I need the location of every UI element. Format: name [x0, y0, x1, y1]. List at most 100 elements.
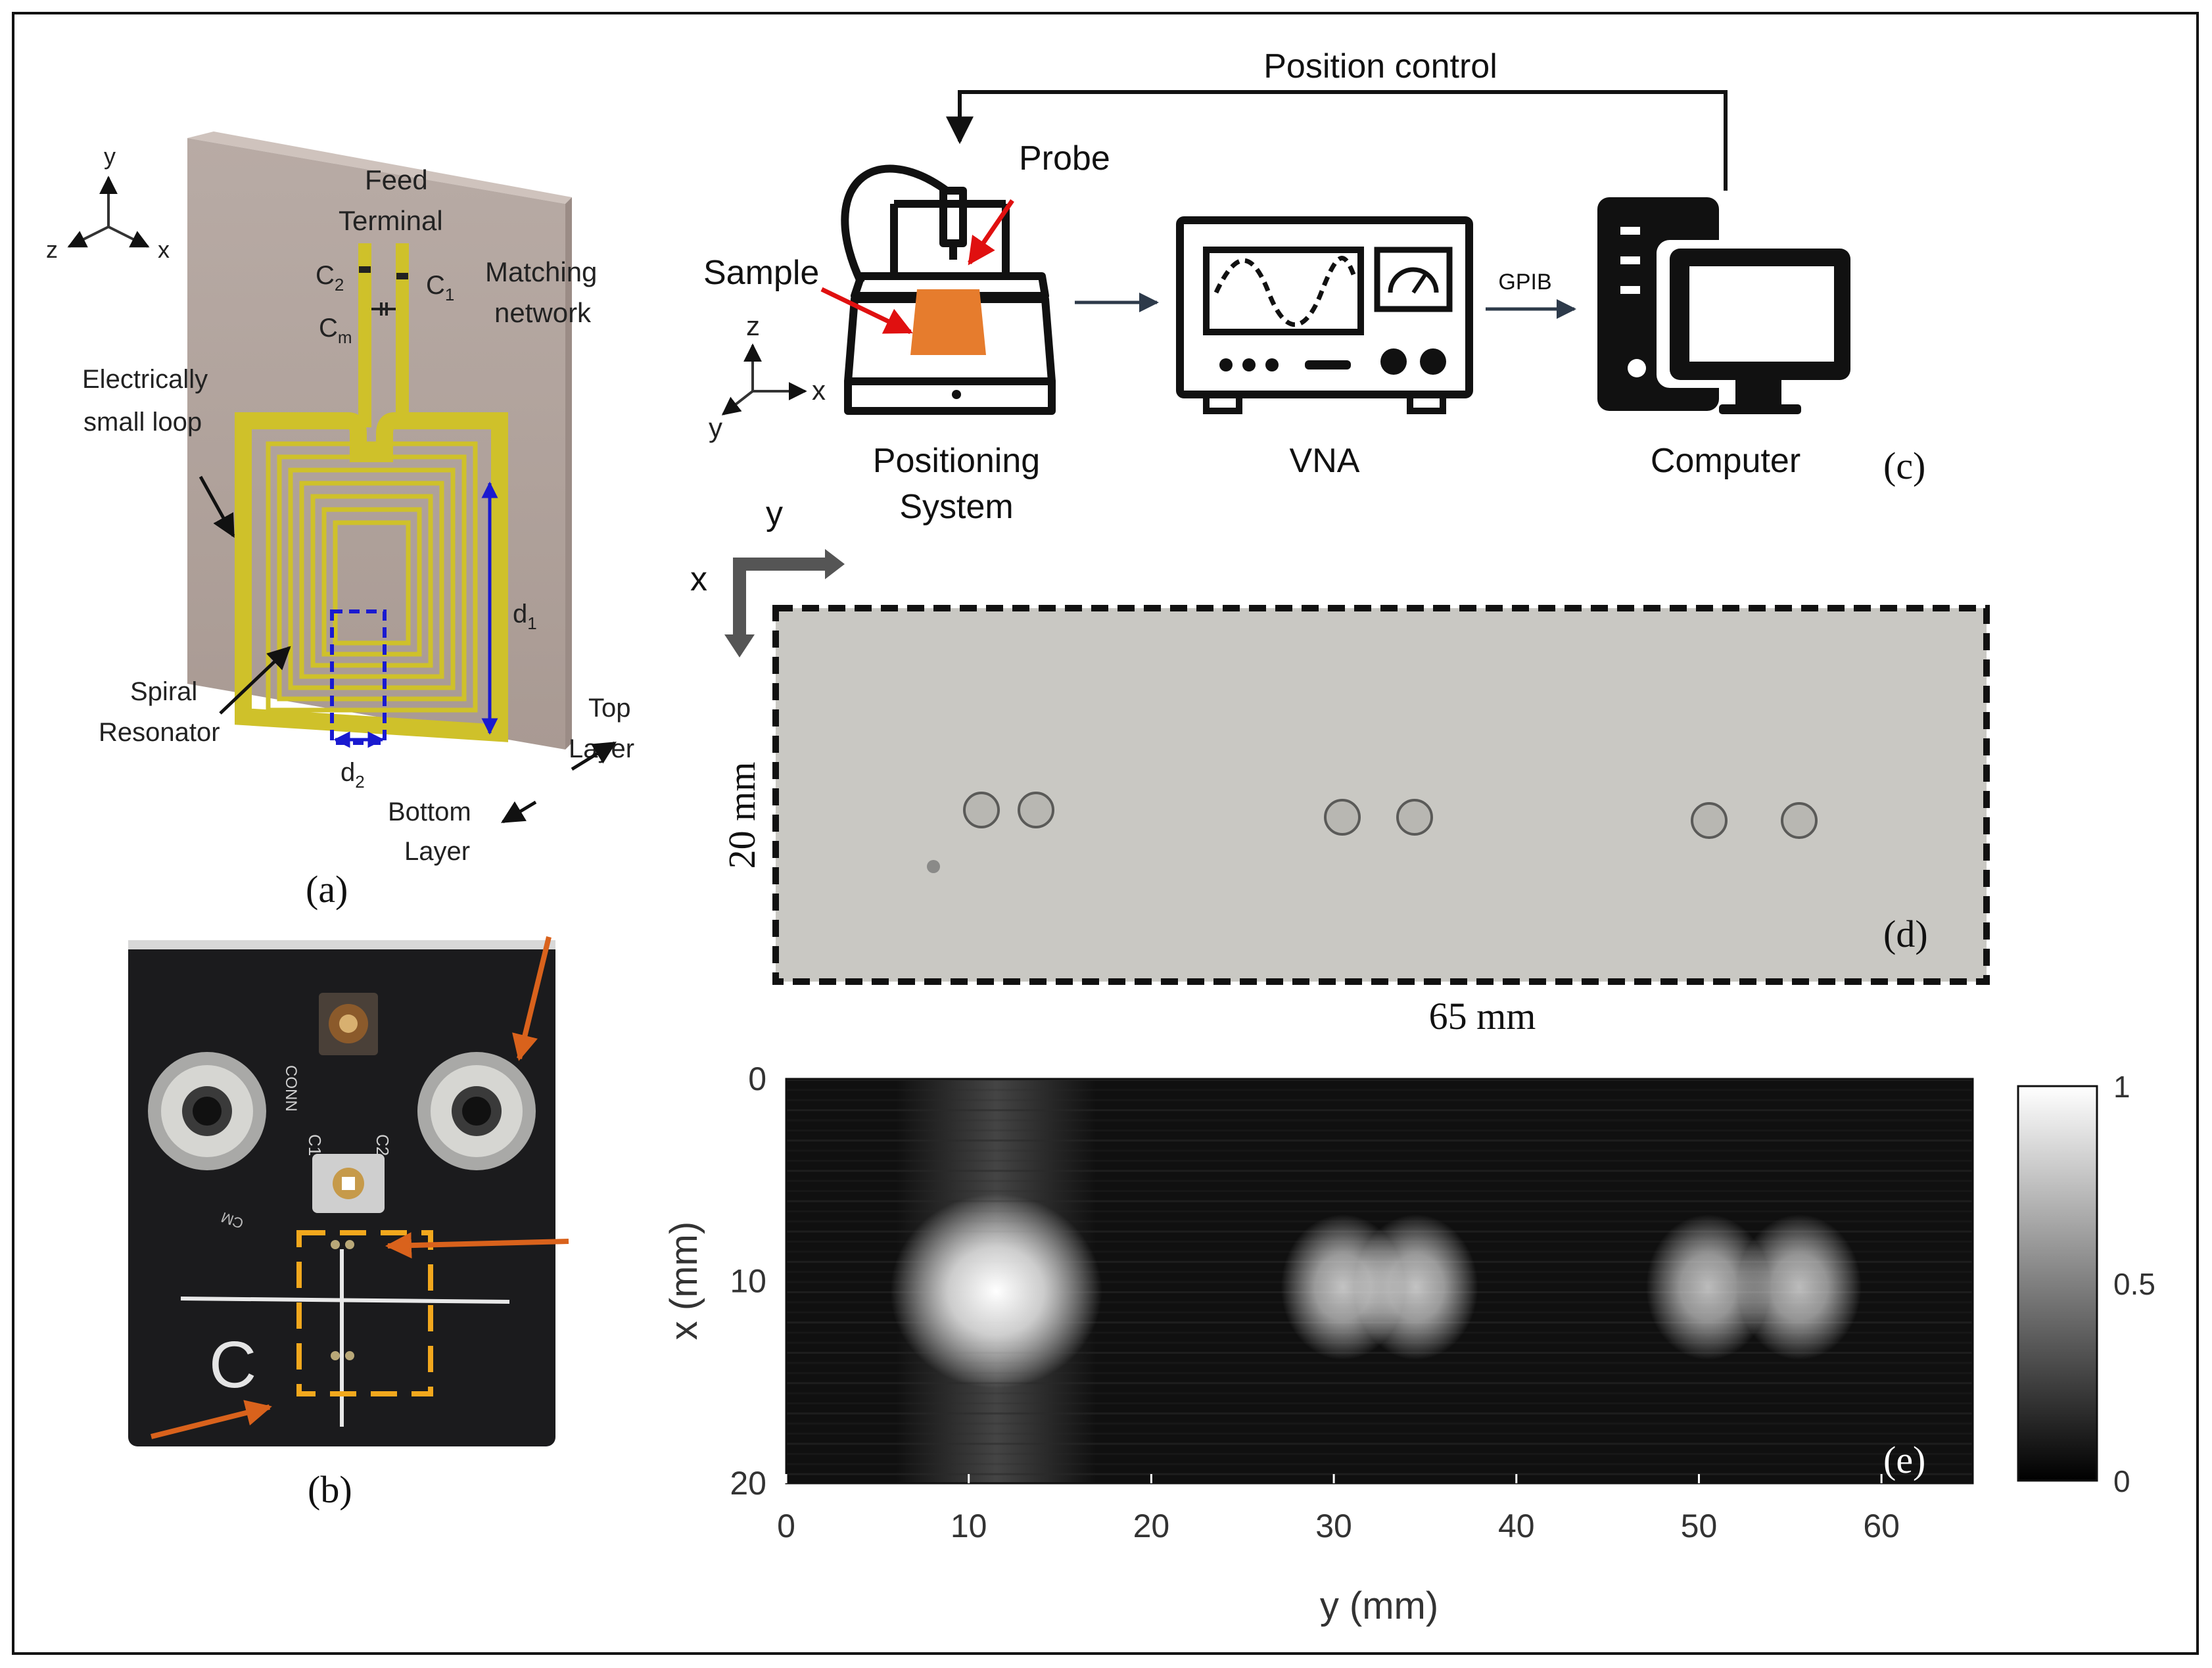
label-gpib: GPIB — [1498, 270, 1551, 295]
caption-b: (b) — [308, 1468, 352, 1511]
sensor-region-dashed — [296, 1230, 433, 1396]
caption-c: (c) — [1883, 444, 1925, 487]
positioning-system-icon — [841, 164, 1056, 415]
heatmap-scanline — [786, 1392, 1973, 1394]
crosshair-horizontal — [180, 1297, 510, 1304]
label-top-layer: Layer — [569, 734, 634, 763]
vna-icon — [1176, 216, 1473, 414]
heatmap-scanline — [786, 1463, 1973, 1465]
heatmap-scanline — [786, 1210, 1973, 1212]
heatmap-hotspot — [1645, 1214, 1770, 1360]
panel-b: CONN C1 C2 CM C (b) — [128, 936, 569, 1511]
axis-label-z: z — [46, 236, 58, 263]
heatmap-scanline — [786, 1352, 1973, 1354]
heatmap-scanline — [786, 1200, 1973, 1203]
sample-photo — [776, 608, 1987, 982]
orange-arrow-bottom — [151, 1400, 272, 1439]
d-width-label: 65 mm — [1429, 995, 1536, 1037]
x-tick-label: 40 — [1498, 1508, 1535, 1544]
d-axis-y-arrow-head — [825, 549, 845, 579]
heatmap-hotspot — [890, 1194, 1102, 1389]
mount-connector-right — [417, 1052, 536, 1170]
label-bottom-layer: Layer — [404, 837, 470, 866]
label-top: Top — [588, 694, 631, 723]
heatmap-scanline — [786, 1099, 1973, 1101]
board-side-edge — [565, 197, 572, 750]
sample-photo-dashed-border — [772, 605, 1990, 985]
heatmap-scanline — [786, 1160, 1973, 1162]
label-computer: Computer — [1651, 442, 1800, 480]
heatmap-frame — [785, 1078, 1974, 1485]
label-network: network — [494, 297, 592, 328]
heatmap-hotspots — [890, 1194, 1862, 1389]
heatmap-scanline — [786, 1089, 1973, 1091]
heatmap-scanline — [786, 1129, 1973, 1132]
via-pad-2 — [345, 1240, 354, 1249]
d-axis-label-x: x — [690, 560, 707, 598]
coax-connector — [319, 993, 378, 1055]
heatmap-scanline — [786, 1402, 1973, 1404]
heatmap-scanline — [786, 1119, 1973, 1122]
heatmap-scanline — [786, 1190, 1973, 1193]
y-tick-label: 20 — [730, 1465, 766, 1502]
colorbar — [2017, 1085, 2098, 1482]
sample-holes — [963, 792, 1818, 839]
label-feed: Feed — [365, 164, 428, 195]
label-small-loop: small loop — [83, 408, 202, 437]
capacitor-c1 — [396, 273, 408, 279]
x-tick-label: 20 — [1133, 1508, 1170, 1544]
heatmap-scanline — [786, 1433, 1973, 1435]
label-terminal: Terminal — [339, 205, 443, 236]
label-electrically: Electrically — [82, 365, 208, 394]
label-vna: VNA — [1290, 442, 1360, 480]
board-top-edge — [187, 131, 572, 204]
panel-d: y x 65 mm 20 mm (d) — [690, 494, 1990, 1037]
label-spiral: Spiral — [130, 677, 197, 706]
x-tick-label: 0 — [777, 1508, 795, 1544]
axes-triad-c: z x y — [709, 310, 826, 443]
heatmap-scanline — [786, 1220, 1973, 1223]
d-axis-label-y: y — [766, 494, 783, 533]
heatmap-xlabel: y (mm) — [1320, 1585, 1438, 1627]
heatmap-scanline — [786, 1422, 1973, 1425]
sample-arrow — [820, 287, 913, 335]
colorbar-tick-label: 0.5 — [2113, 1267, 2155, 1301]
label-c1: C1 — [426, 271, 454, 304]
position-control-arrow — [946, 90, 1728, 191]
heatmap-scanline — [786, 1473, 1973, 1475]
pointer-bottom-layer — [500, 800, 537, 824]
caption-a: (a) — [306, 868, 348, 911]
label-position-control: Position control — [1263, 47, 1497, 85]
heatmap-scanline — [786, 1180, 1973, 1182]
pointer-top-layer — [571, 741, 617, 771]
panel-c: Position control Probe Sample Positionin… — [703, 47, 1925, 526]
axis-label-x-c: x — [812, 375, 826, 406]
label-cm: Cm — [319, 314, 352, 347]
label-matching: Matching — [485, 256, 597, 287]
panel-a: y z x Feed Terminal Matching network C2 … — [46, 131, 634, 911]
via-pad-1 — [331, 1240, 340, 1249]
silk-letter-c: C — [209, 1328, 256, 1402]
heatmap-scanline — [786, 1362, 1973, 1364]
caption-d: (d) — [1883, 913, 1928, 955]
axis-label-z-c: z — [746, 310, 760, 341]
stage-led — [952, 390, 961, 399]
mount-connector-left — [148, 1052, 266, 1170]
via-pad-4 — [345, 1351, 354, 1360]
label-resonator: Resonator — [99, 718, 220, 747]
silk-conn: CONN — [282, 1065, 300, 1112]
heatmap-hotspot — [1737, 1214, 1862, 1360]
silk-c2: C2 — [373, 1134, 392, 1156]
silk-c1: C1 — [305, 1134, 325, 1156]
heatmap-scanline — [786, 1139, 1973, 1142]
d-axis-x-arrow-head — [724, 634, 755, 657]
heatmap-scanline — [786, 1442, 1973, 1445]
pcb-top-edge — [128, 940, 555, 949]
colorbar-tick-label: 1 — [2113, 1070, 2130, 1104]
label-c2: C2 — [316, 261, 344, 295]
heatmap-scanline — [786, 1149, 1973, 1152]
capacitor-c2 — [359, 266, 371, 273]
axis-label-y-c: y — [709, 412, 722, 443]
